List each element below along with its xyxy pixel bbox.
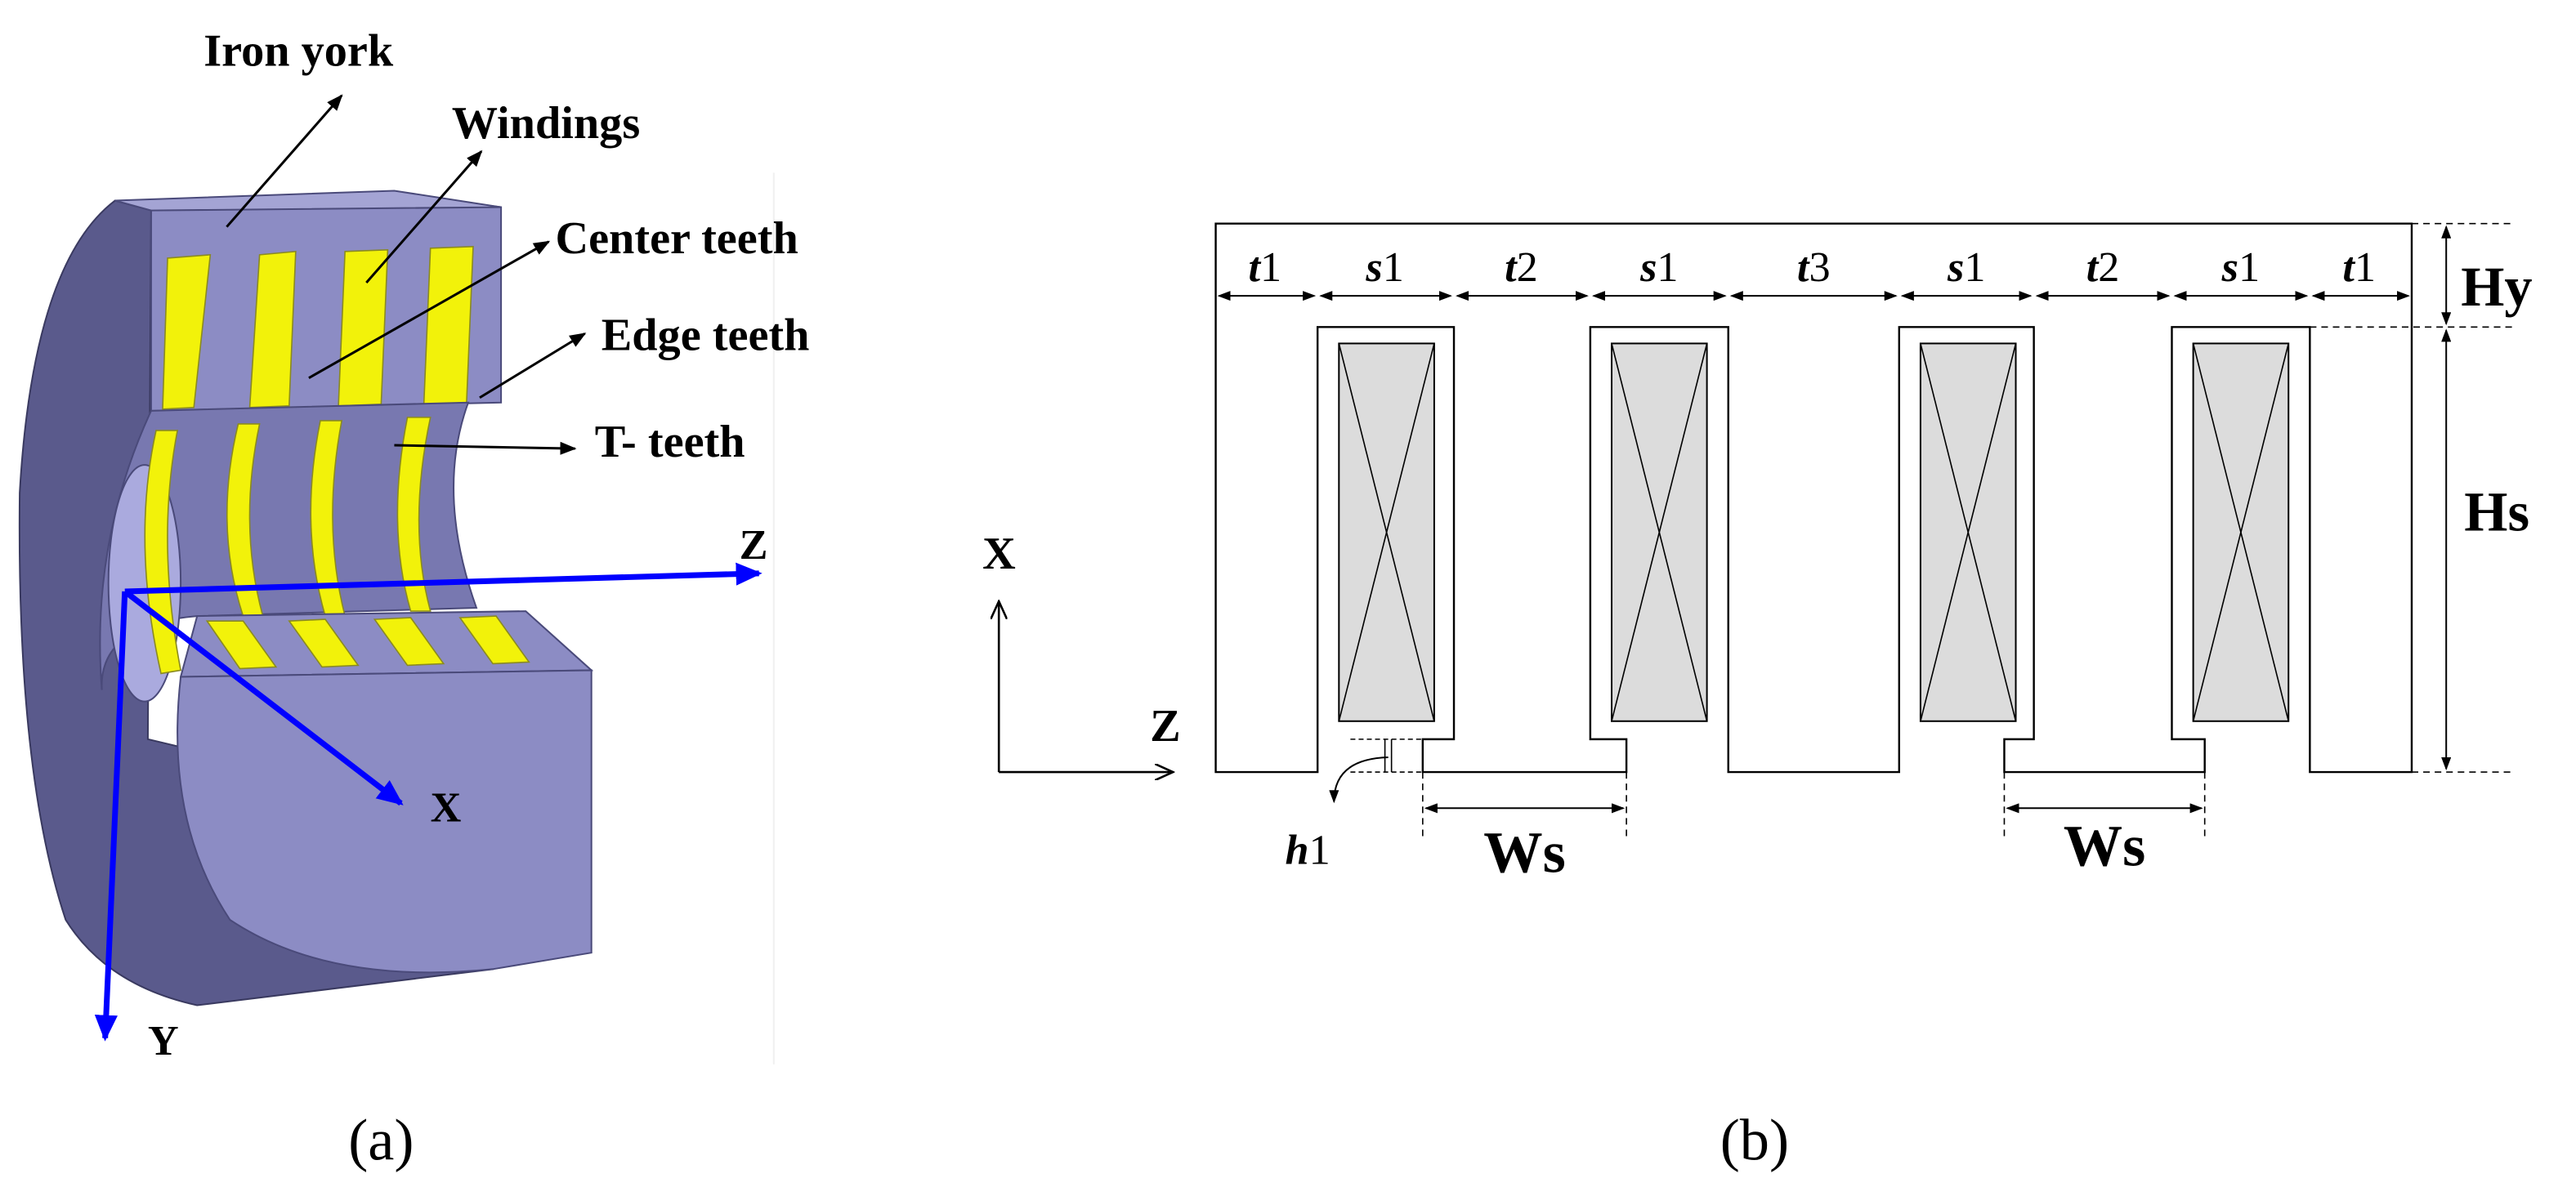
dim-label-t2-right: t2: [2086, 243, 2120, 291]
y-axis-label: Y: [148, 1017, 179, 1064]
ws-dimensions: Ws Ws: [1422, 772, 2206, 886]
h1-label: h1: [1286, 827, 1330, 874]
iron-york-top-edge: [114, 190, 502, 212]
dim-label-s1-3: s1: [1947, 243, 1985, 291]
z-axis-label: Z: [740, 521, 768, 569]
edge-teeth-leader: [479, 332, 587, 399]
hy-label: Hy: [2461, 256, 2532, 318]
axes-2d: X Z: [982, 529, 1181, 772]
winding-bar: [423, 245, 474, 405]
bottom-winding: [288, 618, 360, 668]
top-dimension-labels: t1 s1 t2 s1 t3 s1 t2 s1 t1: [1249, 243, 2376, 291]
x-axis-label: X: [431, 783, 462, 831]
bottom-winding: [373, 617, 445, 667]
dim-label-t2-left: t2: [1505, 243, 1538, 291]
h1-leader: [1329, 756, 1389, 804]
dim-label-t3: t3: [1797, 243, 1831, 291]
panel-b: t1 s1 t2 s1 t3 s1 t2 s1 t1 Hy Hs Ws: [982, 222, 2533, 886]
hs-label: Hs: [2464, 481, 2529, 543]
h1-dimension: h1: [1286, 739, 1423, 874]
coil-2: [1611, 342, 1708, 722]
callouts: Iron york Windings Center teeth Edge tee…: [203, 26, 809, 467]
x-axis-2d-label: X: [982, 529, 1016, 579]
ws-right-label: Ws: [2064, 814, 2146, 879]
coils: [1338, 342, 2290, 722]
iron-york-bottom-face: [177, 669, 593, 974]
center-teeth-leader: [308, 240, 551, 379]
y-axis-arrow: [94, 591, 128, 1042]
dim-label-s1-2: s1: [1639, 243, 1678, 291]
x-axis-arrow: [123, 589, 404, 806]
winding-bar: [338, 248, 389, 407]
z-axis-arrow: [124, 562, 763, 595]
winding-bar: [162, 253, 212, 410]
panel-a: Z X Y Iron york Windings Center teeth Ed…: [18, 26, 809, 1064]
dim-label-t1-left: t1: [1249, 243, 1282, 291]
right-dimensions: Hy Hs: [2310, 222, 2533, 773]
z-axis-2d-label: Z: [1150, 701, 1181, 752]
coil-3: [1919, 342, 2017, 722]
axes-3d: Z X Y: [94, 521, 768, 1064]
dim-label-s1-4: s1: [2221, 243, 2260, 291]
windings-front: [162, 245, 474, 410]
caption-b: (b): [1720, 1107, 1789, 1172]
t-teeth-leader: [394, 441, 577, 455]
windings-bottom: [205, 615, 530, 670]
bore-winding: [396, 417, 432, 612]
coil-4: [2192, 342, 2290, 722]
coil-1: [1338, 342, 1435, 722]
core-outline: [1214, 222, 2413, 774]
windings-label: Windings: [452, 98, 640, 149]
windings-leader: [365, 150, 483, 284]
dim-label-s1-1: s1: [1365, 243, 1403, 291]
winding-bar: [248, 250, 297, 408]
iron-york-leader: [226, 94, 343, 228]
caption-a: (a): [348, 1107, 414, 1172]
ws-left-label: Ws: [1483, 820, 1566, 886]
bottom-winding: [458, 615, 530, 665]
bottom-winding: [205, 620, 278, 670]
iron-york-label: Iron york: [203, 26, 394, 77]
dim-label-t1-right: t1: [2342, 243, 2376, 291]
edge-teeth-label: Edge teeth: [602, 310, 810, 360]
t-teeth-label: T- teeth: [595, 417, 745, 467]
center-teeth-label: Center teeth: [555, 213, 798, 264]
